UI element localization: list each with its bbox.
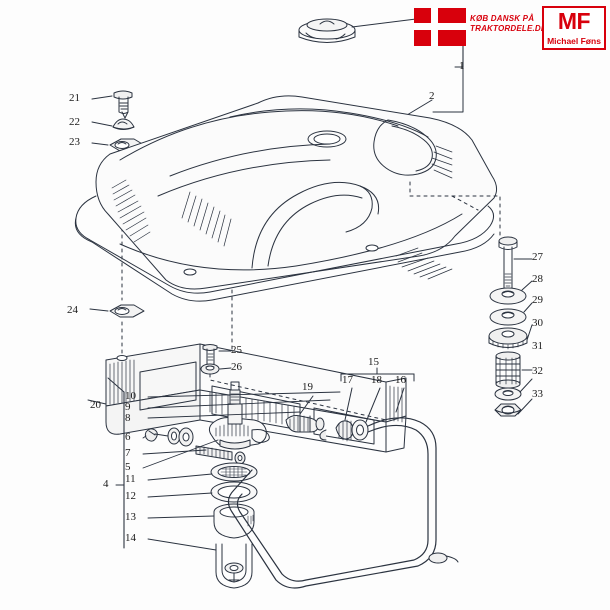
part-washer-29: [489, 308, 527, 326]
callout-number-20: 20: [90, 399, 101, 411]
leader-20: [87, 399, 107, 405]
part-bushing-30: [488, 327, 528, 350]
leader-18: [365, 387, 381, 423]
part-washer-32: [494, 387, 522, 401]
callout-number-6: 6: [125, 431, 131, 443]
part-fuel-cap: [298, 18, 356, 43]
leader-28: [521, 280, 533, 291]
callout-number-18: 18: [371, 374, 382, 386]
axis-tank-bolt27: [409, 181, 501, 239]
callout-number-8: 8: [125, 412, 131, 424]
label-column-spine: [107, 377, 125, 549]
part-bolt-27: [498, 236, 518, 290]
callout-number-30: 30: [532, 317, 543, 329]
part-nut-33: [494, 403, 522, 417]
part-washer-24: [109, 304, 145, 318]
leader-19: [299, 395, 314, 415]
axis-26-bracket: [209, 373, 387, 421]
leader-cap-to-1: [351, 17, 464, 113]
part-washer-28: [489, 287, 527, 305]
leader-21: [91, 95, 113, 100]
part-retainer-14: [215, 543, 253, 589]
callout-number-5: 5: [125, 461, 131, 473]
callout-number-32: 32: [532, 365, 543, 377]
callout-number-17: 17: [342, 374, 353, 386]
part-pin-group: [144, 427, 246, 465]
callout-number-2: 2: [429, 90, 435, 102]
callout-number-23: 23: [69, 136, 80, 148]
mf-logo: MF Michael Føns: [542, 6, 606, 50]
mf-logo-name: Michael Føns: [547, 36, 601, 46]
part-washer-26: [200, 363, 220, 375]
callout-number-7: 7: [125, 447, 131, 459]
part-screen-11: [210, 462, 258, 482]
part-fitting-19: [285, 413, 325, 433]
callout-number-13: 13: [125, 511, 136, 523]
leader-30: [526, 324, 533, 341]
danish-flag-icon: [414, 8, 466, 46]
callout-number-10: 10: [125, 390, 136, 402]
leader-29: [523, 302, 533, 313]
branding-block: KØB DANSK PÅ TRAKTORDELE.DK MF Michael F…: [414, 5, 606, 57]
leader-16: [395, 387, 405, 413]
part-spring-31: [495, 351, 521, 389]
callout-number-11: 11: [125, 473, 136, 485]
leader-24: [89, 308, 109, 312]
leader-23: [91, 142, 109, 146]
flag-cross-horizontal: [414, 23, 466, 30]
callout-number-12: 12: [125, 490, 136, 502]
promo-line-2: TRAKTORDELE.DK: [470, 24, 547, 33]
promo-line-1: KØB DANSK PÅ: [470, 14, 535, 23]
part-fuel-hose-16: [227, 417, 459, 589]
leader-26: [219, 367, 232, 370]
callout-number-1: 1: [459, 60, 465, 72]
leaders-left-column: [142, 391, 341, 551]
mf-logo-initials: MF: [557, 8, 591, 34]
callout-number-22: 22: [69, 116, 80, 128]
part-oring-12: [210, 481, 258, 503]
callout-number-25: 25: [231, 344, 242, 356]
callout-number-33: 33: [532, 388, 543, 400]
callout-number-21: 21: [69, 92, 80, 104]
callout-number-28: 28: [532, 273, 543, 285]
leader-33: [517, 398, 533, 415]
leader-17: [344, 387, 353, 421]
promo-text: KØB DANSK PÅ TRAKTORDELE.DK: [470, 14, 547, 34]
leader-22: [91, 121, 113, 127]
callout-number-27: 27: [532, 251, 543, 263]
callout-number-31: 31: [532, 340, 543, 352]
callout-number-24: 24: [67, 304, 78, 316]
part-fuel-tank: [74, 95, 498, 302]
callout-number-16: 16: [395, 374, 406, 386]
part-fuel-tap-body: [208, 381, 270, 450]
part-bolt-21: [113, 90, 133, 119]
callout-number-4: 4: [103, 478, 109, 490]
callout-number-14: 14: [125, 532, 136, 544]
part-clip-22: [112, 118, 135, 130]
callout-number-15: 15: [368, 356, 379, 368]
callout-number-29: 29: [532, 294, 543, 306]
bracket-group-15: [340, 367, 415, 382]
callout-number-19: 19: [302, 381, 313, 393]
part-line-fitting-17-18: [319, 419, 369, 442]
leader-32: [519, 378, 533, 393]
part-bowl-13: [213, 503, 255, 539]
callout-number-26: 26: [231, 361, 242, 373]
callout-number-9: 9: [125, 401, 131, 413]
